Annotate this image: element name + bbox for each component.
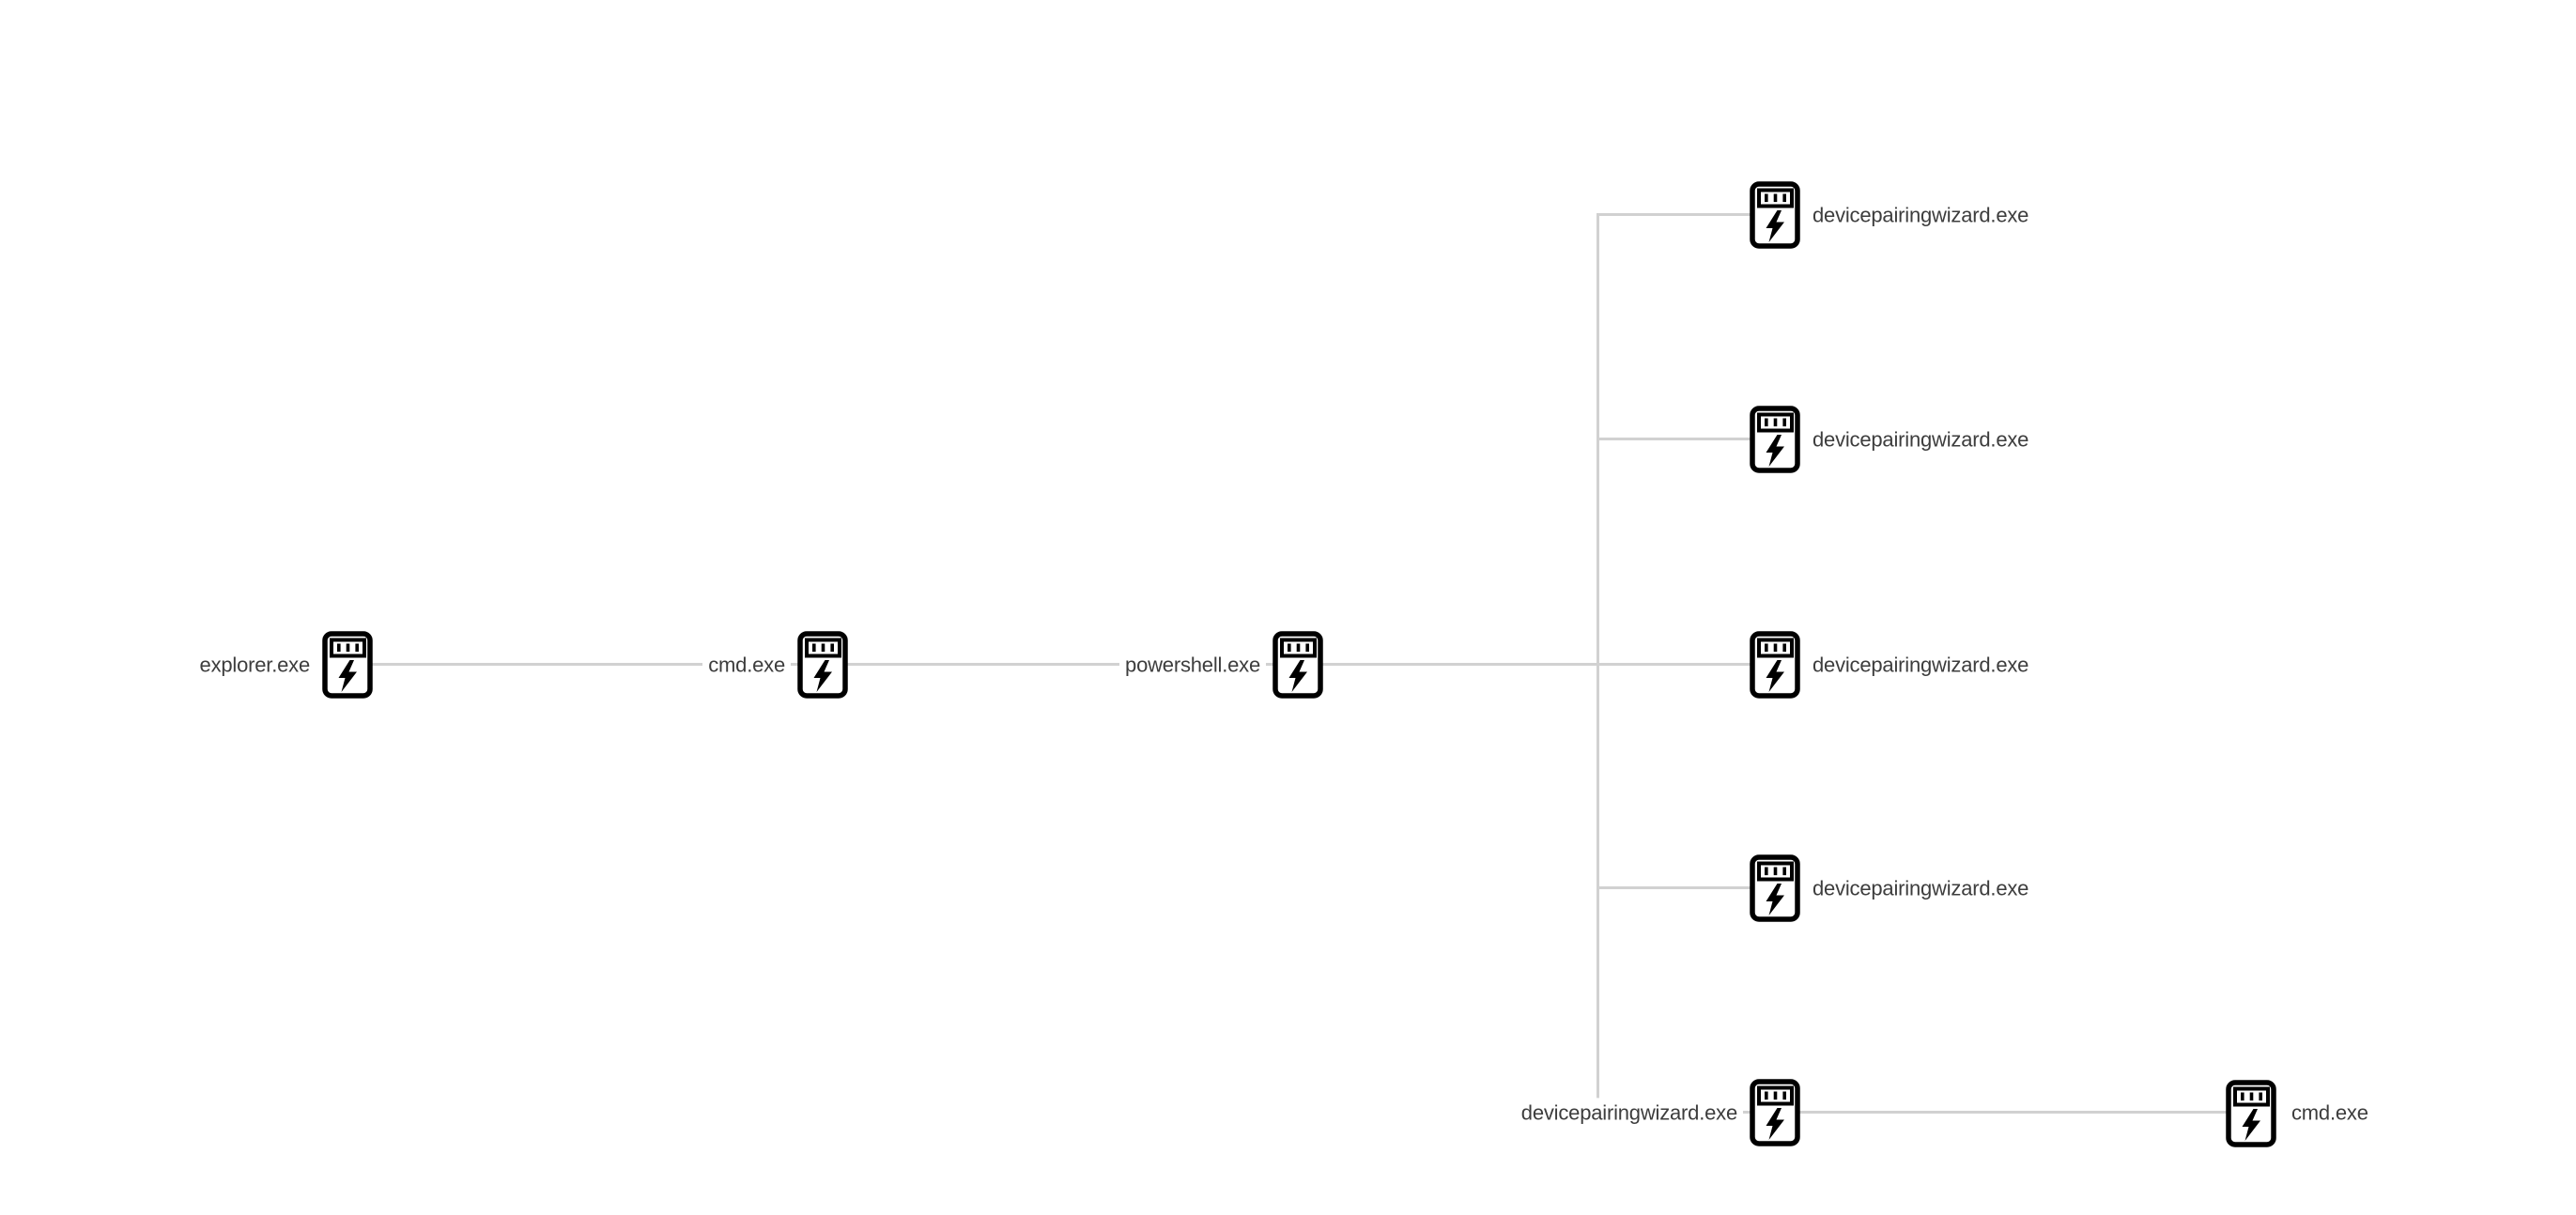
edge-branch-dpw1 — [1597, 213, 1775, 216]
edge-branch-dpw4 — [1597, 886, 1775, 889]
edge-cmd1-powershell — [823, 663, 1298, 666]
edge-branch-dpw2 — [1597, 438, 1775, 440]
process-icon-dpw-2[interactable] — [1750, 406, 1800, 473]
process-icon-dpw-3[interactable] — [1750, 631, 1800, 699]
node-label-dpw-2[interactable]: devicepairingwizard.exe — [1807, 424, 2035, 454]
edge-dpw5-cmd2 — [1775, 1111, 2251, 1114]
node-label-dpw-4[interactable]: devicepairingwizard.exe — [1807, 873, 2035, 903]
node-label-dpw-5[interactable]: devicepairingwizard.exe — [1515, 1098, 1743, 1128]
node-label-cmd-1[interactable]: cmd.exe — [702, 650, 791, 680]
process-icon-powershell[interactable] — [1273, 631, 1323, 699]
process-icon-explorer[interactable] — [322, 631, 373, 699]
process-icon-dpw-5[interactable] — [1750, 1079, 1800, 1146]
process-icon-cmd-1[interactable] — [797, 631, 848, 699]
node-label-powershell[interactable]: powershell.exe — [1119, 650, 1266, 680]
edge-powershell-dpw3 — [1298, 663, 1775, 666]
process-icon-dpw-1[interactable] — [1750, 181, 1800, 249]
edge-explorer-cmd1 — [347, 663, 823, 666]
edge-spine — [1597, 213, 1599, 1114]
node-label-dpw-1[interactable]: devicepairingwizard.exe — [1807, 200, 2035, 230]
process-icon-cmd-2[interactable] — [2226, 1080, 2276, 1147]
process-icon-dpw-4[interactable] — [1750, 854, 1800, 922]
node-label-dpw-3[interactable]: devicepairingwizard.exe — [1807, 650, 2035, 680]
node-label-explorer[interactable]: explorer.exe — [193, 650, 316, 680]
node-label-cmd-2[interactable]: cmd.exe — [2286, 1098, 2374, 1128]
